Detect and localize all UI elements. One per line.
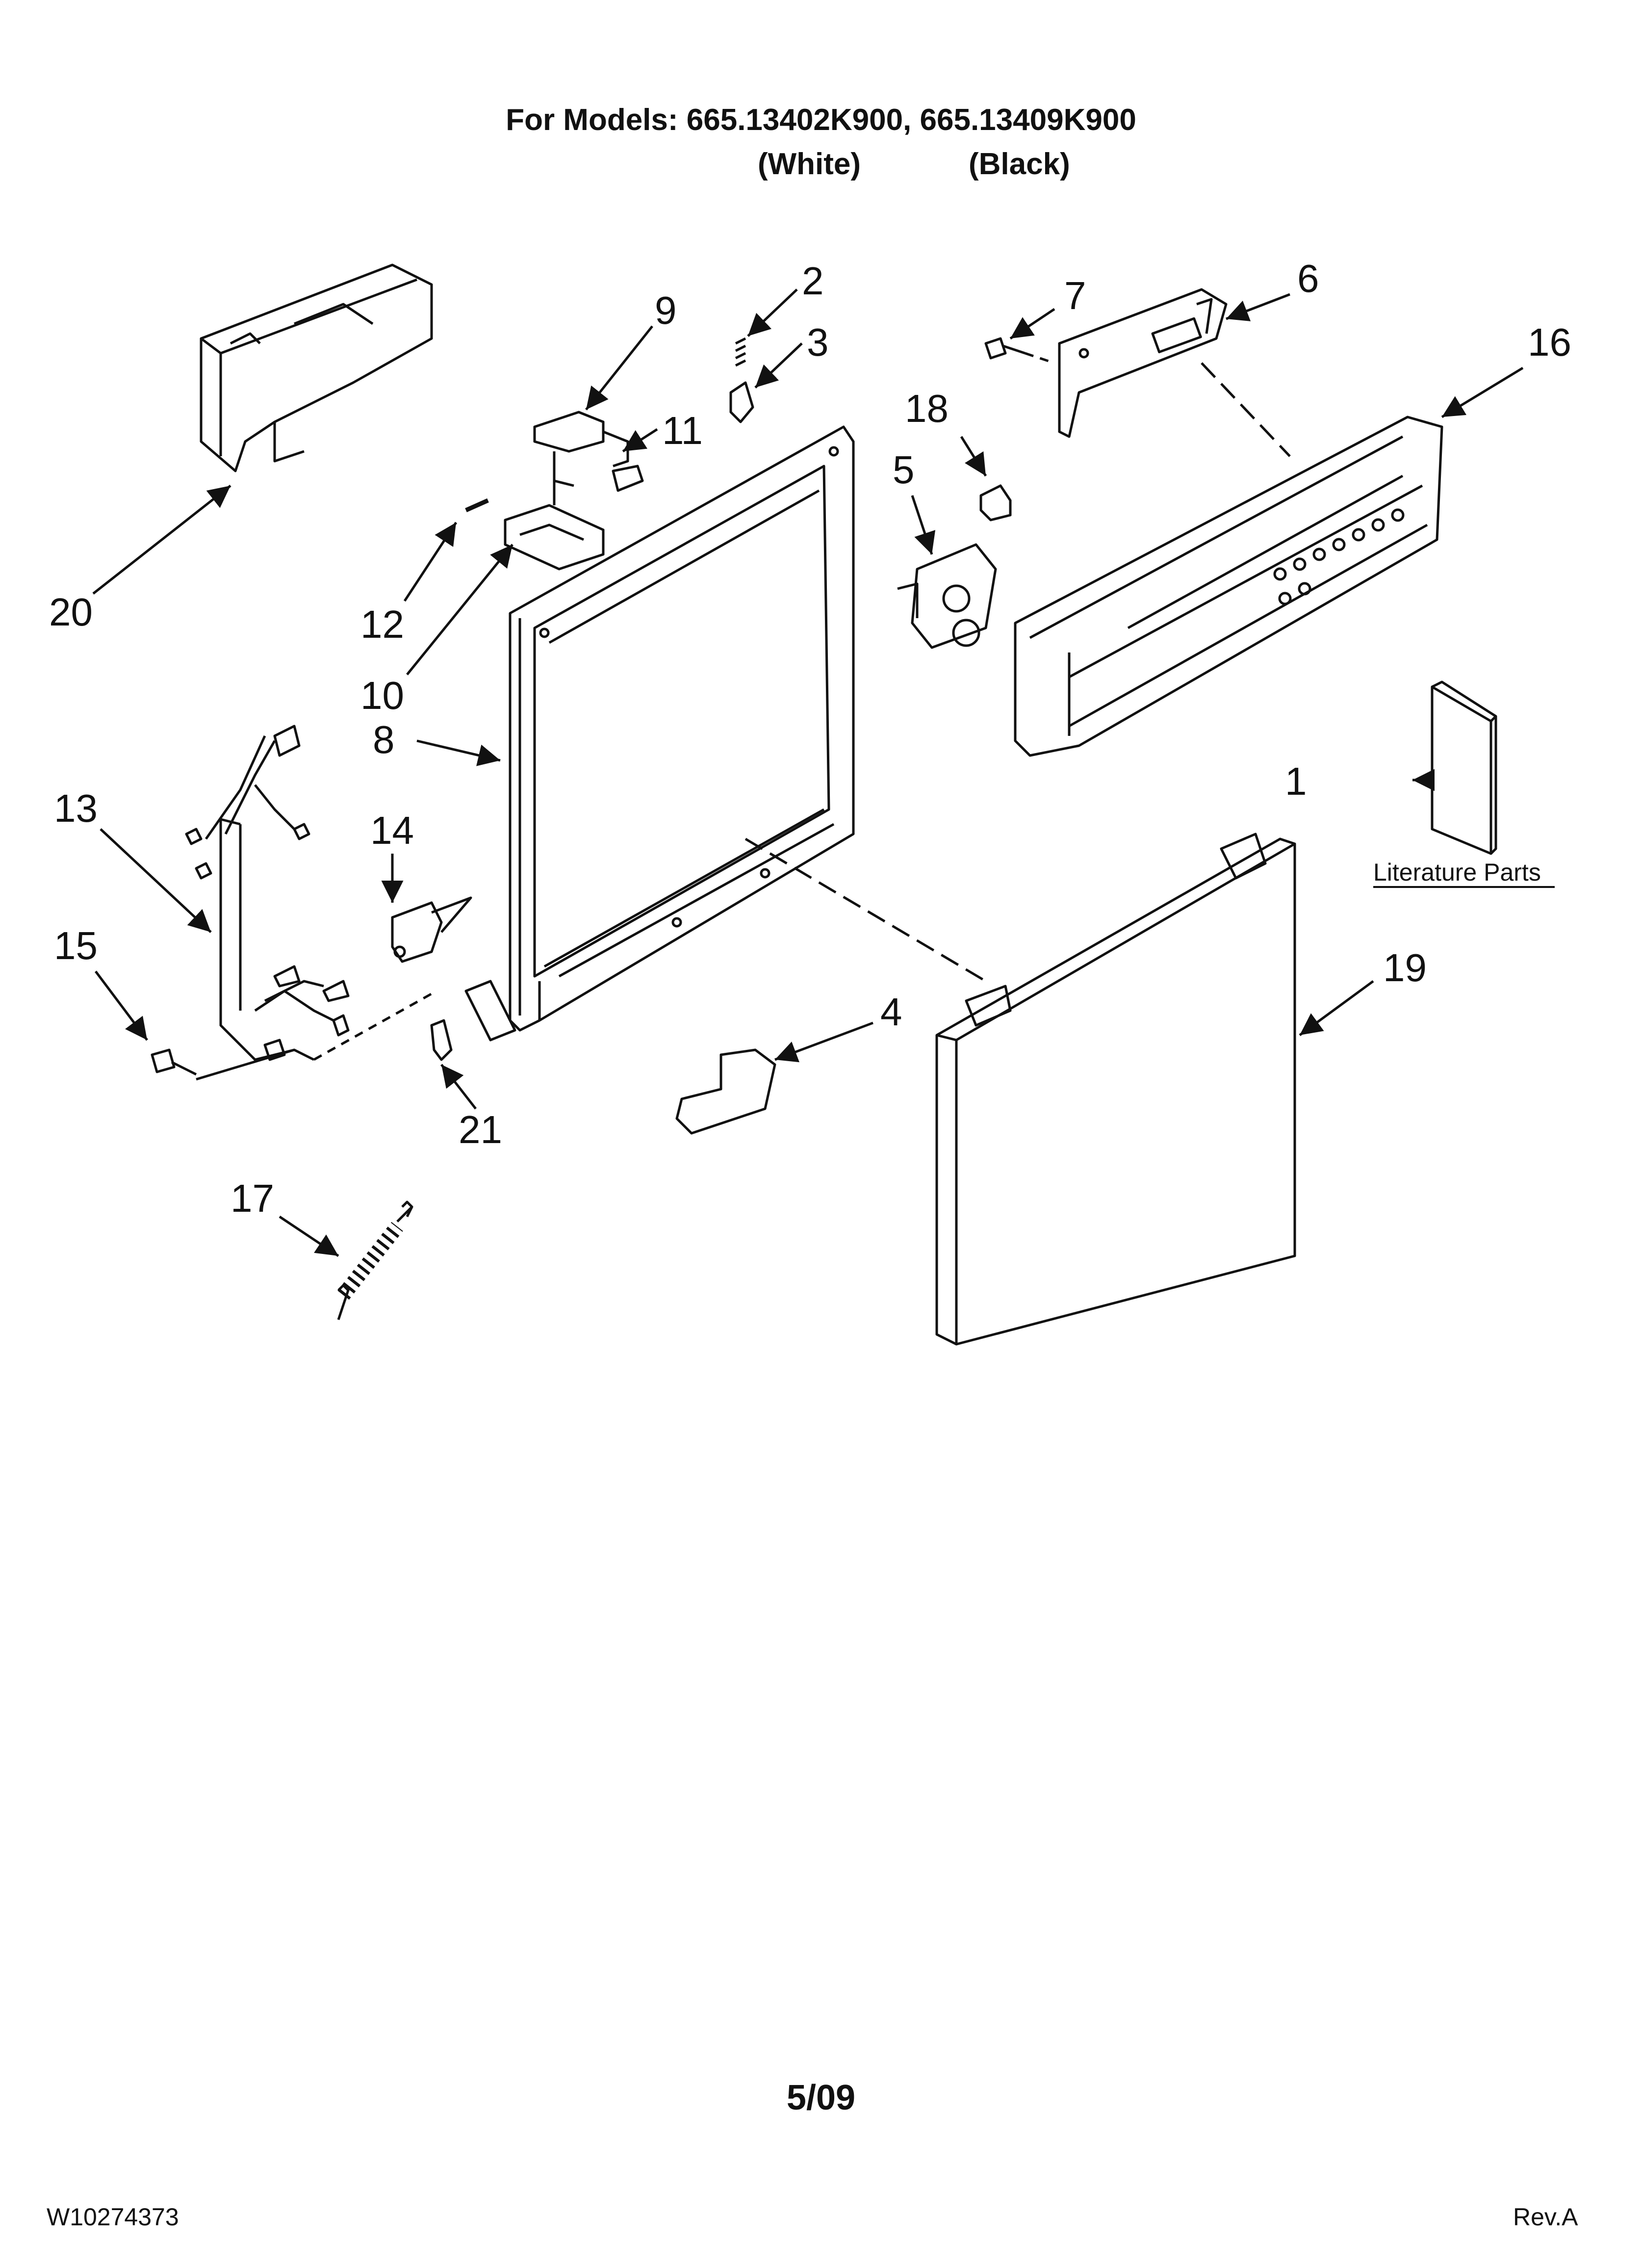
model-colors: (White) (Black) — [0, 142, 1642, 186]
callout-17: 17 — [231, 1176, 274, 1220]
callout-7: 7 — [1064, 274, 1086, 317]
callout-3: 3 — [807, 320, 829, 364]
leader-20 — [92, 485, 231, 595]
alignment-line-6-16 — [1201, 362, 1291, 457]
door-spring-17-part — [337, 1200, 413, 1320]
top-shield-part — [200, 263, 433, 472]
leader-17 — [279, 1215, 339, 1257]
callout-10: 10 — [360, 674, 404, 717]
callout-20: 20 — [49, 590, 93, 634]
alignment-line-8-19 — [744, 837, 987, 983]
leader-13 — [100, 828, 212, 933]
models-title: For Models: 665.13402K900, 665.13409K900 — [506, 103, 1136, 137]
latch-assembly-part — [465, 411, 644, 571]
switch-18-part — [979, 484, 1012, 521]
callout-numbers: 1 2 3 4 5 6 7 8 9 10 11 12 13 14 15 16 1… — [49, 257, 1571, 1220]
leader-5 — [911, 495, 936, 555]
callout-5: 5 — [893, 448, 915, 492]
literature-parts-label: Literature Parts — [1373, 859, 1541, 886]
callout-15: 15 — [54, 924, 98, 967]
outer-door-panel-part — [935, 833, 1296, 1346]
door-frame-part — [464, 425, 855, 1042]
leader-8 — [416, 739, 501, 766]
callout-9: 9 — [655, 288, 677, 332]
callout-14: 14 — [370, 808, 414, 852]
leader-15 — [95, 970, 148, 1041]
document-part-number: W10274373 — [47, 2203, 179, 2231]
leader-11 — [622, 428, 658, 453]
callout-6: 6 — [1297, 257, 1319, 300]
switch-assembly-5-part — [897, 543, 997, 649]
leader-4 — [774, 1021, 873, 1063]
leader-9 — [585, 325, 653, 411]
leader-3 — [754, 342, 803, 389]
leader-10 — [406, 544, 513, 676]
leader-18 — [960, 436, 987, 477]
console-panel-part — [1014, 416, 1443, 757]
callout-2: 2 — [802, 259, 824, 303]
callout-11: 11 — [662, 409, 703, 452]
leader-12 — [403, 521, 458, 602]
literature-book-part — [1431, 680, 1497, 855]
color-white-label: (White) — [758, 147, 861, 181]
callout-21: 21 — [459, 1108, 502, 1151]
callout-12: 12 — [360, 602, 404, 646]
screw-15-part — [151, 990, 437, 1081]
callout-13: 13 — [54, 786, 98, 830]
door-switch-14-part — [391, 896, 472, 963]
control-board-part — [1058, 288, 1228, 438]
callout-16: 16 — [1528, 320, 1571, 364]
leader-7 — [1009, 308, 1055, 340]
leader-2 — [747, 288, 798, 337]
leader-arrows — [92, 288, 1524, 1257]
color-black-label: (Black) — [969, 147, 1070, 181]
callout-8: 8 — [373, 718, 395, 761]
revision-date: 5/09 — [786, 2078, 856, 2117]
spring-clip-parts — [729, 337, 754, 423]
callout-19: 19 — [1383, 946, 1427, 990]
callout-1: 1 — [1285, 759, 1307, 803]
clip-21-part — [430, 1019, 453, 1061]
leader-16 — [1441, 366, 1524, 418]
wire-harness-part — [185, 725, 350, 1061]
page-header: For Models: 665.13402K900, 665.13409K900… — [0, 98, 1642, 186]
revision-label: Rev.A — [1513, 2203, 1578, 2231]
callout-18: 18 — [905, 387, 949, 430]
screw-7-part — [984, 337, 1055, 365]
callout-4: 4 — [880, 990, 902, 1034]
leader-6 — [1226, 293, 1290, 321]
leader-19 — [1299, 980, 1374, 1037]
hinge-bracket-part — [675, 1048, 776, 1135]
leader-21 — [440, 1064, 477, 1110]
